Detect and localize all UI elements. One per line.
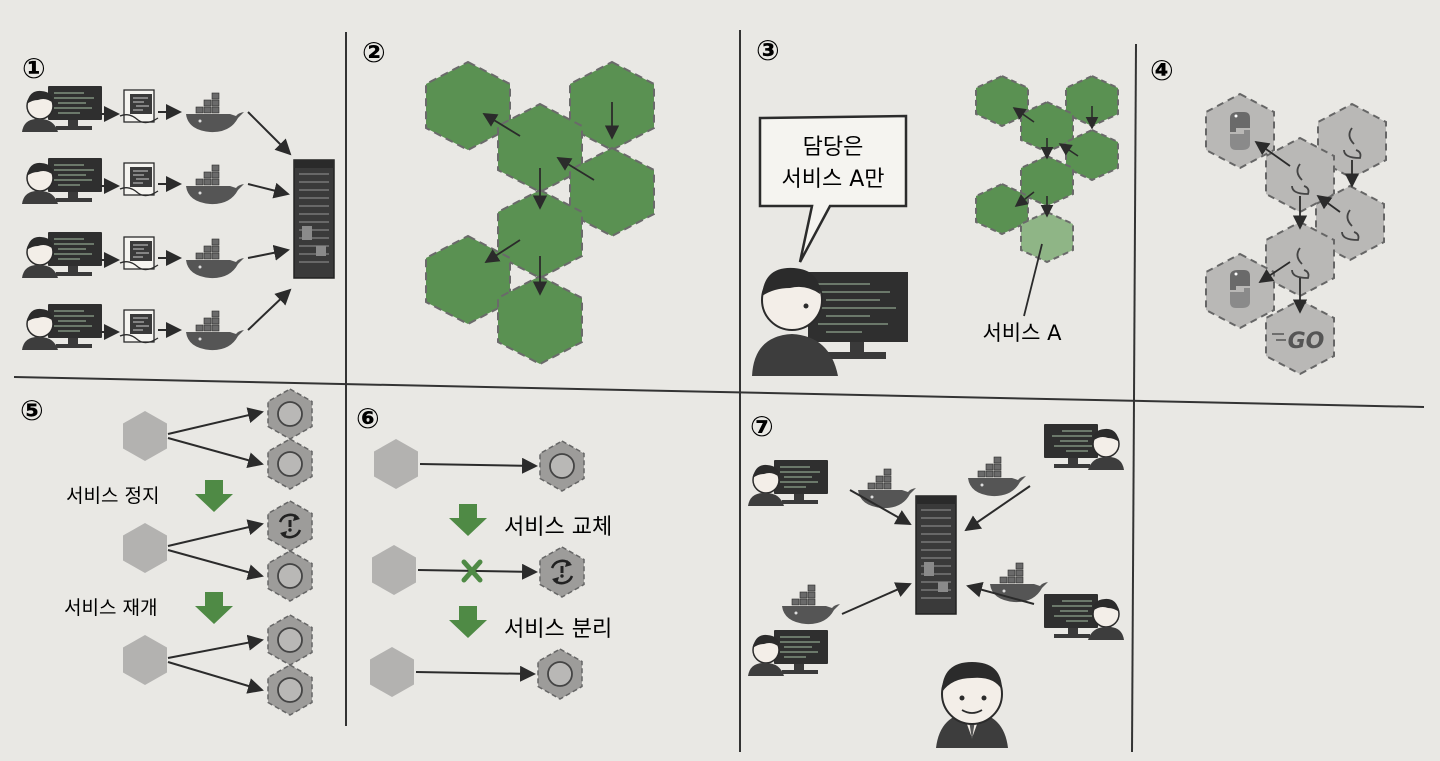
developer-icon bbox=[747, 459, 829, 507]
source-service-hexagon bbox=[370, 439, 418, 697]
python-logo-icon bbox=[1230, 112, 1250, 150]
developer-icon bbox=[21, 85, 103, 133]
speech-line-2: 서비스 A만 bbox=[781, 167, 884, 192]
panel-1: ① bbox=[21, 52, 335, 351]
svg-text:GO: GO bbox=[1288, 329, 1325, 354]
hexagon-service-icon bbox=[425, 60, 655, 366]
panel-grid bbox=[13, 30, 1425, 753]
flow-arrows bbox=[167, 407, 264, 694]
code-file-icon bbox=[119, 89, 159, 344]
source-service-hexagon bbox=[123, 411, 167, 685]
developer-icon bbox=[21, 303, 103, 351]
panel-number: ⑤ bbox=[20, 394, 44, 427]
manager-icon bbox=[936, 662, 1008, 748]
service-instance-icon bbox=[267, 388, 313, 716]
service-replace-label: 서비스 교체 bbox=[504, 515, 612, 540]
server-rack-icon bbox=[293, 159, 335, 279]
panel-2: ② bbox=[362, 36, 655, 366]
panel-number: ③ bbox=[756, 34, 780, 67]
panel-number: ② bbox=[362, 36, 386, 69]
server-rack-icon bbox=[915, 495, 957, 615]
flow-arrows bbox=[1254, 140, 1360, 314]
panel-7: ⑦ bbox=[747, 410, 1125, 748]
panel-number: ① bbox=[22, 52, 46, 85]
service-stop-label: 서비스 정지 bbox=[66, 485, 159, 507]
developer-icon bbox=[1043, 423, 1125, 471]
panel-number: ⑥ bbox=[356, 402, 380, 435]
green-down-arrow bbox=[195, 480, 233, 624]
service-separate-label: 서비스 분리 bbox=[504, 617, 612, 642]
developer-icon bbox=[21, 231, 103, 279]
service-resume-label: 서비스 재개 bbox=[64, 597, 157, 619]
developer-icon bbox=[752, 267, 908, 376]
python-logo-icon bbox=[1230, 270, 1250, 308]
service-a-label: 서비스 A bbox=[982, 321, 1062, 345]
docker-whale-icon bbox=[185, 92, 245, 351]
flow-arrows bbox=[100, 104, 292, 340]
flow-arrows bbox=[841, 485, 1035, 615]
developer-icon bbox=[1043, 593, 1125, 641]
go-logo-icon: GO bbox=[1272, 329, 1324, 354]
panel-number: ④ bbox=[1150, 54, 1174, 87]
disconnect-x-icon bbox=[461, 559, 483, 583]
panel-6: ⑥ 서비스 교체 서비스 분리 bbox=[356, 402, 612, 700]
panel-5: ⑤ 서비스 정지 서비스 재개 bbox=[20, 388, 314, 716]
restart-icon bbox=[266, 499, 314, 553]
developer-icon bbox=[747, 629, 829, 677]
hexagon-service-icon bbox=[1205, 92, 1387, 376]
restart-icon bbox=[538, 545, 586, 599]
developer-icon bbox=[21, 157, 103, 205]
panel-3: ③ 담당은 서비스 A만 bbox=[752, 34, 1119, 376]
flow-arrows bbox=[415, 457, 538, 682]
speech-line-1: 담당은 bbox=[803, 135, 864, 160]
flow-arrows bbox=[482, 102, 620, 296]
speech-bubble: 담당은 서비스 A만 bbox=[758, 114, 908, 263]
java-logo-icon bbox=[1291, 127, 1362, 279]
panel-number: ⑦ bbox=[750, 410, 774, 443]
service-a-pointer bbox=[1023, 243, 1043, 317]
flow-arrows bbox=[1012, 106, 1099, 218]
panel-4: ④ GO bbox=[1150, 54, 1387, 376]
service-a-hexagon bbox=[1020, 210, 1074, 264]
